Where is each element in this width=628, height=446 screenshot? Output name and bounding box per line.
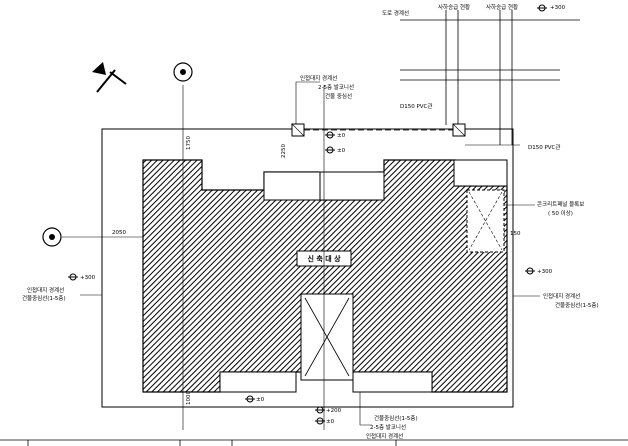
label-right-level: +300 (537, 269, 553, 275)
label-bottom-note-3: 인접대지 경계선 (366, 432, 403, 440)
shaft-cross-2 (468, 191, 503, 251)
notch-top-left (263, 171, 321, 201)
stair-cross-2 (304, 297, 350, 377)
label-boundary-note-3: 건물 중심선 (325, 92, 352, 100)
survey-marker-left (42, 227, 62, 247)
label-bottom-level-2: +200 (326, 408, 342, 414)
notch-top-mid (319, 171, 385, 201)
shaft-cross-1 (468, 191, 503, 251)
label-level-a: ±0 (337, 133, 346, 139)
label-pipe-2: D150 PVC관 (528, 143, 560, 151)
label-dim-v-bottom: 1000 (186, 391, 192, 405)
label-right-note-1: 콘크리트패널 블록보 (537, 200, 584, 208)
label-utility-status-1: 사하승급 현황 (438, 3, 470, 11)
label-left-note-2: 건물중심선(1-5층) (22, 294, 66, 302)
label-boundary-note-1: 인접대지 경계선 (300, 74, 337, 82)
shaft-box (466, 189, 505, 253)
label-dim-right: 150 (510, 231, 521, 237)
label-dim-v-mid: 2250 (281, 144, 287, 158)
balcony-bottom-left (219, 371, 297, 393)
label-dim-v-top: 1750 (186, 136, 192, 150)
label-boundary-note-2: 2-5층 발코니선 (318, 83, 354, 91)
label-bottom-level-1: ±0 (256, 397, 265, 403)
label-pipe-1: D150 PVC관 (400, 102, 432, 110)
notch-top-right (453, 159, 508, 187)
label-dim-h-left: 2050 (112, 230, 126, 236)
label-left-level: +300 (80, 275, 96, 281)
leader-boundary-notes (295, 81, 320, 124)
leader-bottom (359, 392, 372, 426)
label-utility-status-2: 사하승급 현황 (486, 3, 518, 11)
label-bottom-note-2: 2-5층 발코니선 (370, 423, 406, 431)
label-right-note-3: 인접대지 경계선 (543, 292, 580, 300)
label-right-note-4: 건물중심선(1-5층) (555, 301, 599, 309)
label-top-level: +300 (550, 5, 566, 11)
north-arrow-icon (92, 62, 127, 93)
label-bottom-note-1: 건물중심선(1-5층) (374, 414, 418, 422)
survey-marker-top (173, 62, 193, 82)
label-left-note-1: 인접대지 경계선 (27, 286, 64, 294)
property-boundary (101, 128, 514, 408)
label-right-note-2: ( 50 이상) (548, 209, 573, 217)
label-road-boundary: 도로 경계선 (382, 9, 409, 17)
label-level-b: ±0 (337, 148, 346, 154)
balcony-bottom-right (352, 371, 433, 393)
label-bottom-level-3: ±0 (326, 419, 335, 425)
level-marker-icon (68, 4, 547, 425)
